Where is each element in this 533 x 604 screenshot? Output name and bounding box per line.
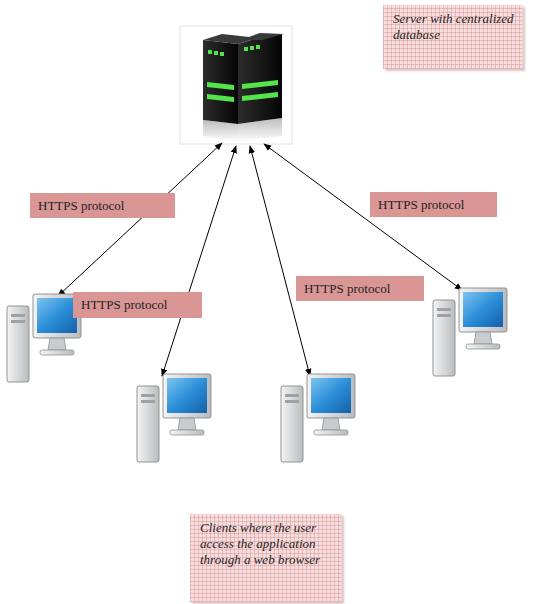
protocol-label: HTTPS protocol <box>81 297 167 313</box>
server-lights <box>207 45 278 102</box>
protocol-tag: HTTPS protocol <box>30 193 175 218</box>
icon-frame <box>180 26 292 144</box>
client-computers <box>7 288 507 462</box>
server-tower <box>240 33 284 40</box>
protocol-tag: HTTPS protocol <box>370 192 497 217</box>
protocol-tag: HTTPS protocol <box>73 292 202 318</box>
protocol-label: HTTPS protocol <box>304 281 390 297</box>
double-arrow <box>264 144 462 290</box>
server-icon <box>180 26 292 144</box>
double-arrow <box>58 143 222 296</box>
double-arrow <box>250 146 310 376</box>
note-text: Server with centralized database <box>393 11 515 43</box>
client-computer <box>281 374 355 462</box>
server-tower <box>238 34 282 124</box>
clients-note: Clients where the user access the applic… <box>190 514 342 602</box>
client-computer <box>137 374 211 462</box>
client-computer <box>433 288 507 376</box>
server-tower <box>203 40 238 124</box>
server-note: Server with centralized database <box>383 5 523 69</box>
double-arrow <box>162 146 236 376</box>
protocol-label: HTTPS protocol <box>38 198 124 214</box>
note-text: Clients where the user access the applic… <box>200 520 334 568</box>
client-computer <box>7 294 81 382</box>
https-arrows <box>58 143 462 376</box>
protocol-tag: HTTPS protocol <box>296 276 424 301</box>
protocol-label: HTTPS protocol <box>378 197 464 213</box>
